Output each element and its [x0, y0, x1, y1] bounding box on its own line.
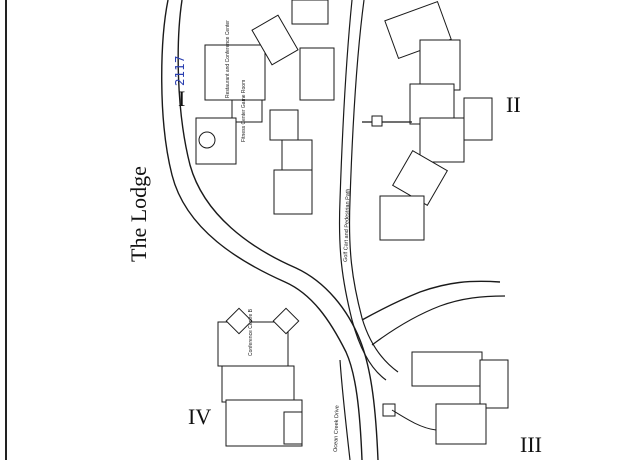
golf-cart-path	[338, 0, 387, 381]
game-room-label: Fitness Center Game Room	[241, 80, 247, 142]
lodge-title: The Lodge	[126, 166, 151, 262]
building-I-numeral: I	[178, 86, 185, 111]
building-II	[362, 0, 493, 241]
main-road	[161, 0, 363, 460]
golf-cart-path-label: Golf Cart and Pedestrian Path	[343, 189, 352, 263]
building-III	[382, 351, 509, 445]
building-III-numeral: III	[520, 432, 542, 457]
handwritten-unit: 2117	[173, 55, 187, 86]
restaurant-label: Restaurant and Conference Center	[225, 20, 231, 98]
conference-b-label: Conference Centre B	[248, 308, 254, 356]
branch-road	[361, 280, 501, 321]
golf-cart-path-edge	[348, 0, 399, 373]
main-road-inner	[177, 0, 379, 460]
building-II-numeral: II	[506, 92, 521, 117]
branch-road-edge	[371, 295, 506, 346]
building-IV	[217, 307, 303, 447]
ocean-creek-drive	[339, 359, 351, 460]
ocean-creek-drive-label: Ocean Creek Drive	[333, 405, 341, 452]
building-I	[195, 0, 335, 215]
building-IV-numeral: IV	[188, 404, 211, 429]
